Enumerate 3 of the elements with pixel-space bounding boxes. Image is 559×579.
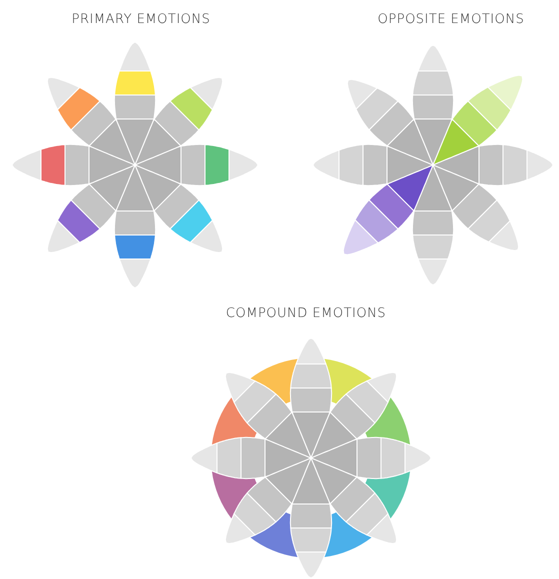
wheel-title: PRIMARY EMOTIONS (72, 12, 210, 27)
wheel-title: OPPOSITE EMOTIONS (378, 12, 524, 27)
wheel-title: COMPOUND EMOTIONS (226, 306, 386, 321)
